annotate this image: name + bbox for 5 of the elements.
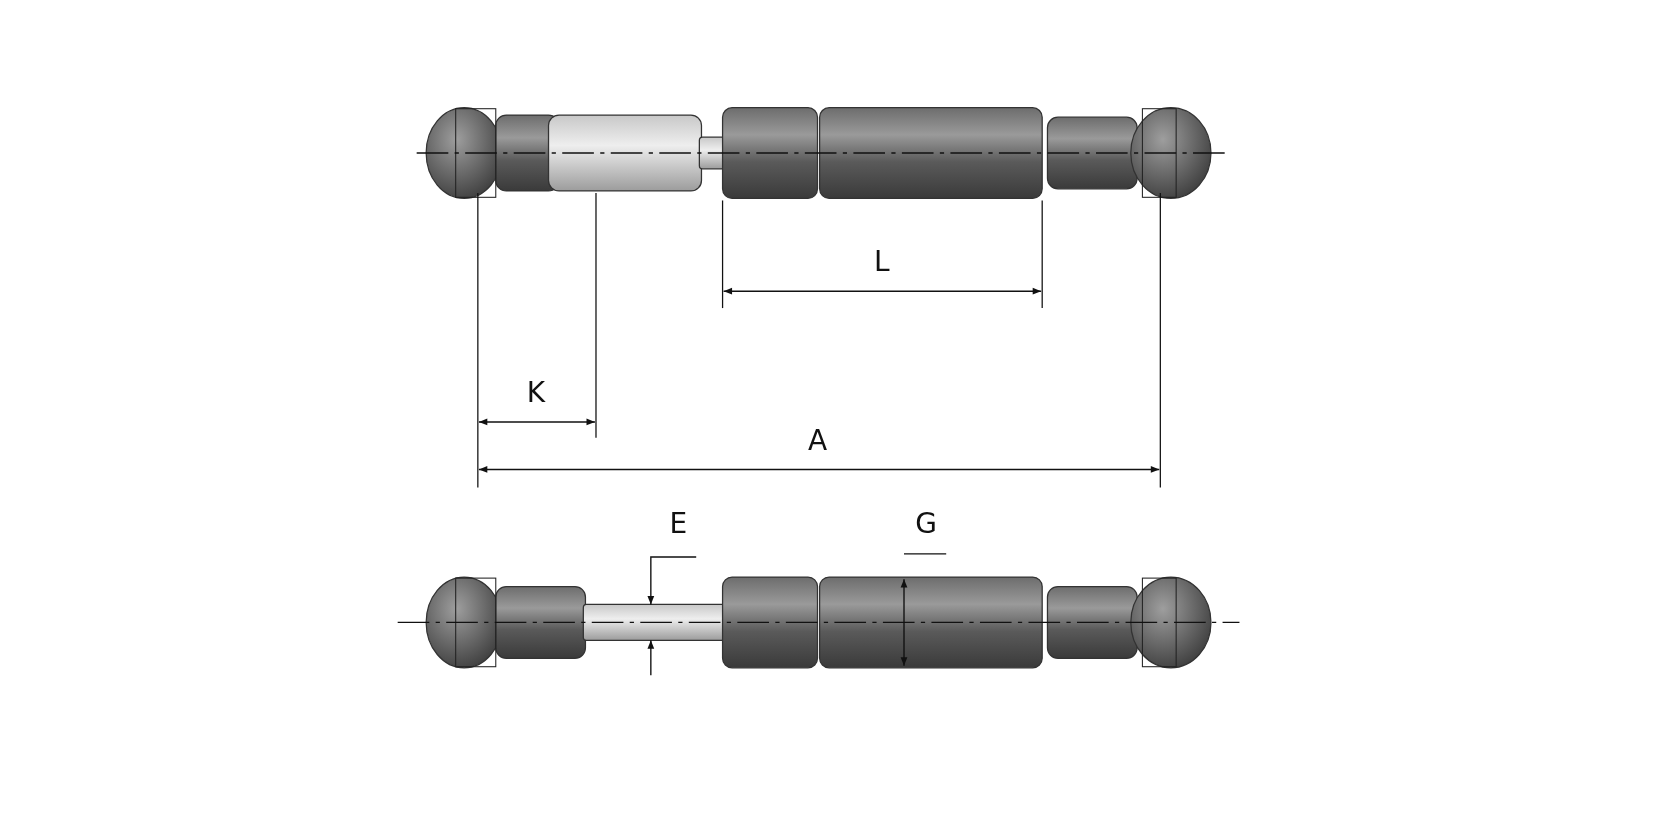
dimension-label: A	[807, 426, 828, 455]
dimension-label: E	[669, 510, 688, 539]
dimension-label: K	[526, 379, 546, 408]
dimension-label: L	[874, 247, 890, 276]
dimension-label: G	[915, 510, 937, 539]
